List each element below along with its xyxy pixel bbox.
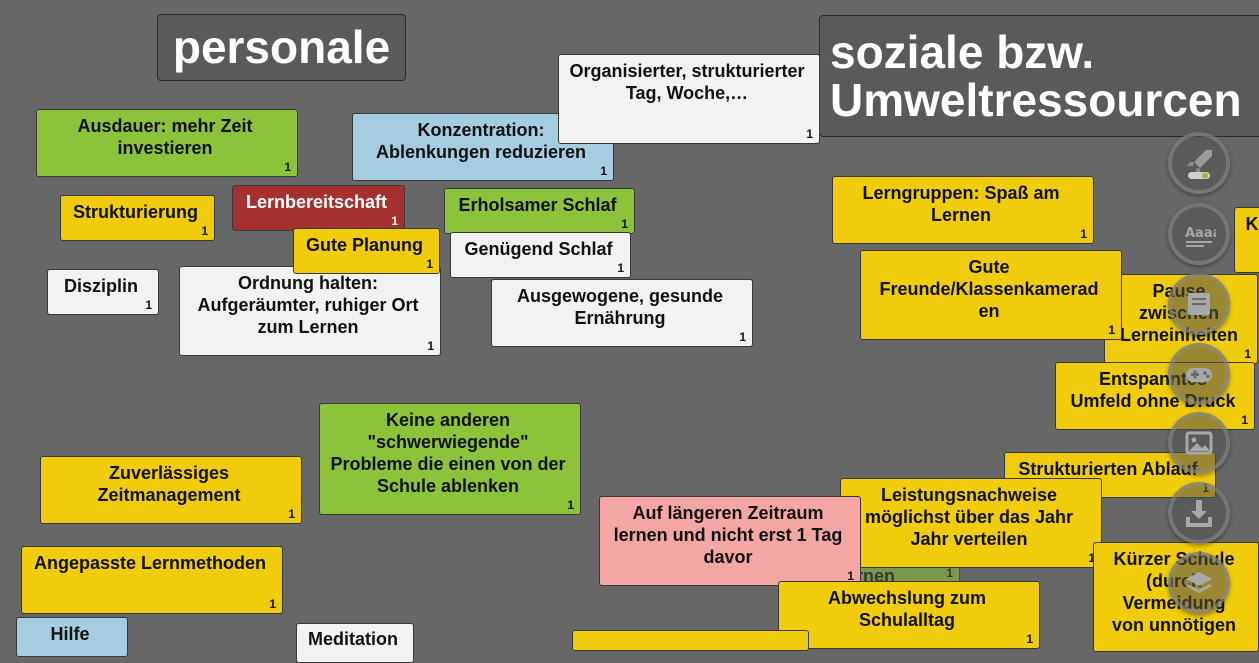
card-text: Angepasste Lernmethoden [33,553,267,573]
title-soziale-umweltressourcen: soziale bzw. Umweltressourcen [819,15,1259,137]
gamepad-button[interactable] [1168,343,1230,405]
card-text: Erholsamer Schlaf [458,195,617,215]
card-partial-bottom[interactable] [572,630,809,651]
vote-count: 1 [426,257,433,271]
card-partial-k[interactable]: K [1234,207,1259,273]
text-size-icon: Aaaa [1185,226,1216,247]
vote-count: 1 [391,214,398,228]
card-ausdauer[interactable]: Ausdauer: mehr Zeit investieren 1 [36,109,298,177]
vote-count: 1 [806,127,813,141]
vote-count: 1 [201,224,208,238]
vote-count: 1 [1080,227,1087,241]
card-text: Auf längeren Zeitraum lernen und nicht e… [613,503,843,567]
card-hilfe[interactable]: Hilfe [16,617,128,657]
card-disziplin[interactable]: Disziplin 1 [47,269,159,315]
download-icon [1186,500,1212,527]
card-text: Leistungsnachweise möglichst über das Ja… [864,485,1074,549]
card-lernbereitschaft[interactable]: Lernbereitschaft 1 [232,185,405,231]
card-laengerer-zeitraum[interactable]: Auf längeren Zeitraum lernen und nicht e… [599,496,861,586]
card-zeitmanagement[interactable]: Zuverlässiges Zeitmanagement 1 [40,456,302,524]
vote-count: 1 [600,164,607,178]
image-icon [1185,431,1213,455]
card-text: Strukturierung [72,202,198,222]
rocket-icon [1187,150,1212,179]
card-text: Disziplin [63,276,138,296]
card-organisierter-tag[interactable]: Organisierter, strukturierter Tag, Woche… [558,54,820,144]
card-text: Genügend Schlaf [464,239,613,259]
card-lerngruppen[interactable]: Lerngruppen: Spaß am Lernen 1 [832,176,1094,244]
vote-count: 1 [739,330,746,344]
card-meditation[interactable]: Meditation [296,623,414,663]
note-button[interactable] [1168,273,1230,335]
text-size-button[interactable]: Aaaa [1168,203,1230,265]
card-text: Gute Freunde/Klassenkamerad en [879,257,1099,321]
svg-text:Aaaa: Aaaa [1185,226,1216,241]
card-text: Hilfe [50,624,90,644]
vote-count: 1 [1108,323,1115,337]
card-ernaehrung[interactable]: Ausgewogene, gesunde Ernährung 1 [491,279,753,347]
rocket-toggle-button[interactable] [1168,132,1230,194]
vote-count: 1 [1241,413,1248,427]
card-text: Zuverlässiges Zeitmanagement [97,463,241,505]
vote-count: 1 [847,569,854,583]
vote-count: 1 [1244,347,1251,361]
layers-icon [1186,572,1212,593]
image-button[interactable] [1168,412,1230,474]
vote-count: 1 [621,217,628,231]
vote-count: 1 [946,566,953,580]
card-text: Ordnung halten: Aufgeräumter, ruhiger Or… [197,273,419,337]
card-text: Gute Planung [306,235,423,255]
card-abwechslung[interactable]: Abwechslung zum Schulalltag 1 [778,581,1040,649]
vote-count: 1 [145,298,152,312]
download-button[interactable] [1168,482,1230,544]
vote-count: 1 [1088,551,1095,565]
vote-count: 1 [617,261,624,275]
card-text: Organisierter, strukturierter Tag, Woche… [569,61,805,103]
vote-count: 1 [284,160,291,174]
card-erholsamer-schlaf[interactable]: Erholsamer Schlaf 1 [444,188,635,234]
card-genuegend-schlaf[interactable]: Genügend Schlaf 1 [450,232,631,278]
card-text: Lerngruppen: Spaß am Lernen [862,183,1060,225]
vote-count: 1 [288,507,295,521]
card-text: Meditation [308,629,398,649]
gamepad-icon [1186,368,1212,382]
card-text: Konzentration: Ablenkungen reduzieren [375,120,587,162]
title-personale: personale [157,14,406,81]
card-gute-freunde[interactable]: Gute Freunde/Klassenkamerad en 1 [860,250,1122,340]
vote-count: 1 [269,597,276,611]
card-strukturierung[interactable]: Strukturierung 1 [60,195,215,241]
card-text: Ausgewogene, gesunde Ernährung [516,286,724,328]
card-text: K [1245,214,1259,234]
card-ordnung-halten[interactable]: Ordnung halten: Aufgeräumter, ruhiger Or… [179,266,441,356]
card-leistungsnachweise[interactable]: Leistungsnachweise möglichst über das Ja… [840,478,1102,568]
card-text: Abwechslung zum Schulalltag [827,588,986,630]
card-text: Strukturierten Ablauf [1018,459,1198,479]
card-text: Keine anderen "schwerwiegende" Probleme … [330,410,566,496]
card-text: Ausdauer: mehr Zeit investieren [77,116,253,158]
layers-button[interactable] [1168,552,1230,614]
vote-count: 1 [427,339,434,353]
card-keine-probleme[interactable]: Keine anderen "schwerwiegende" Probleme … [319,403,581,515]
vote-count: 1 [567,498,574,512]
card-gute-planung[interactable]: Gute Planung 1 [293,228,440,274]
card-lernmethoden[interactable]: Angepasste Lernmethoden 1 [21,546,283,614]
card-text: Lernbereitschaft [245,192,388,212]
vote-count: 1 [1026,632,1033,646]
note-icon [1188,293,1210,315]
